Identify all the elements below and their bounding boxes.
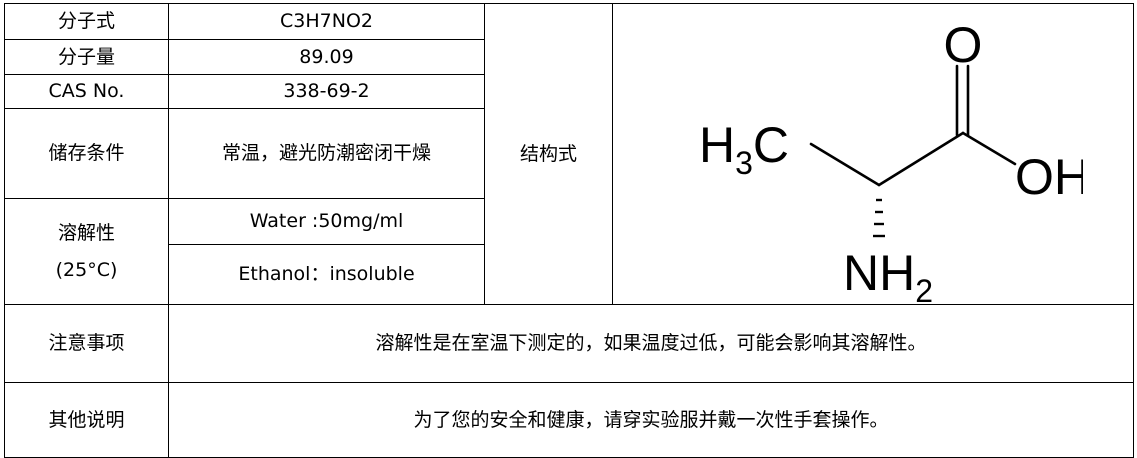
methyl-group: H3C (699, 117, 789, 181)
solubility-label-line2: (25°C) (55, 258, 118, 281)
notes-label: 注意事项 (4, 304, 169, 383)
solubility-label: 溶解性 (25°C) (4, 198, 169, 305)
storage-label: 储存条件 (4, 108, 169, 199)
alanine-structure-diagram: O H3C OH NH2 (699, 17, 1083, 304)
weight-value: 89.09 (168, 39, 485, 75)
other-label: 其他说明 (4, 382, 169, 458)
cas-value: 338-69-2 (168, 74, 485, 109)
solubility-water: Water :50mg/ml (168, 198, 485, 245)
methyl-subscript: 3 (735, 145, 753, 181)
formula-value: C3H7NO2 (168, 3, 485, 40)
row-other: 其他说明 为了您的安全和健康，请穿实验服并戴一次性手套操作。 (4, 382, 1134, 458)
other-value: 为了您的安全和健康，请穿实验服并戴一次性手套操作。 (168, 382, 1134, 458)
row-formula: 分子式 C3H7NO2 结构式 O H3C OH NH2 (4, 3, 1134, 305)
formula-label: 分子式 (4, 3, 169, 40)
structure-cell: O H3C OH NH2 (612, 3, 1134, 305)
amine-subscript: 2 (915, 273, 933, 304)
amine-nh: NH (843, 245, 915, 301)
product-info-table: 分子式 C3H7NO2 结构式 O H3C OH NH2 (4, 3, 1134, 458)
cas-label: CAS No. (4, 74, 169, 109)
hydroxyl-group: OH (1015, 149, 1083, 205)
row-cas: CAS No. 338-69-2 (4, 74, 1134, 109)
solubility-ethanol: Ethanol：insoluble (168, 244, 485, 305)
solubility-label-line1: 溶解性 (57, 221, 115, 244)
notes-value: 溶解性是在室温下测定的，如果温度过低，可能会影响其溶解性。 (168, 304, 1134, 383)
carbonyl-oxygen: O (944, 17, 983, 73)
row-notes: 注意事项 溶解性是在室温下测定的，如果温度过低，可能会影响其溶解性。 (4, 304, 1134, 383)
row-solubility-ethanol: Ethanol：insoluble (5, 244, 1134, 305)
bond-chiral-to-carbonyl (877, 131, 965, 187)
weight-label: 分子量 (4, 39, 169, 75)
methyl-h: H (699, 117, 735, 173)
storage-value: 常温，避光防潮密闭干燥 (168, 108, 485, 199)
bond-carbonyl-to-oh (961, 131, 1017, 166)
amine-group: NH2 (843, 245, 933, 304)
methyl-carbon: C (753, 117, 789, 173)
structure-label: 结构式 (484, 3, 613, 305)
bond-c-to-chiral (809, 142, 881, 187)
row-storage: 储存条件 常温，避光防潮密闭干燥 (4, 108, 1134, 199)
